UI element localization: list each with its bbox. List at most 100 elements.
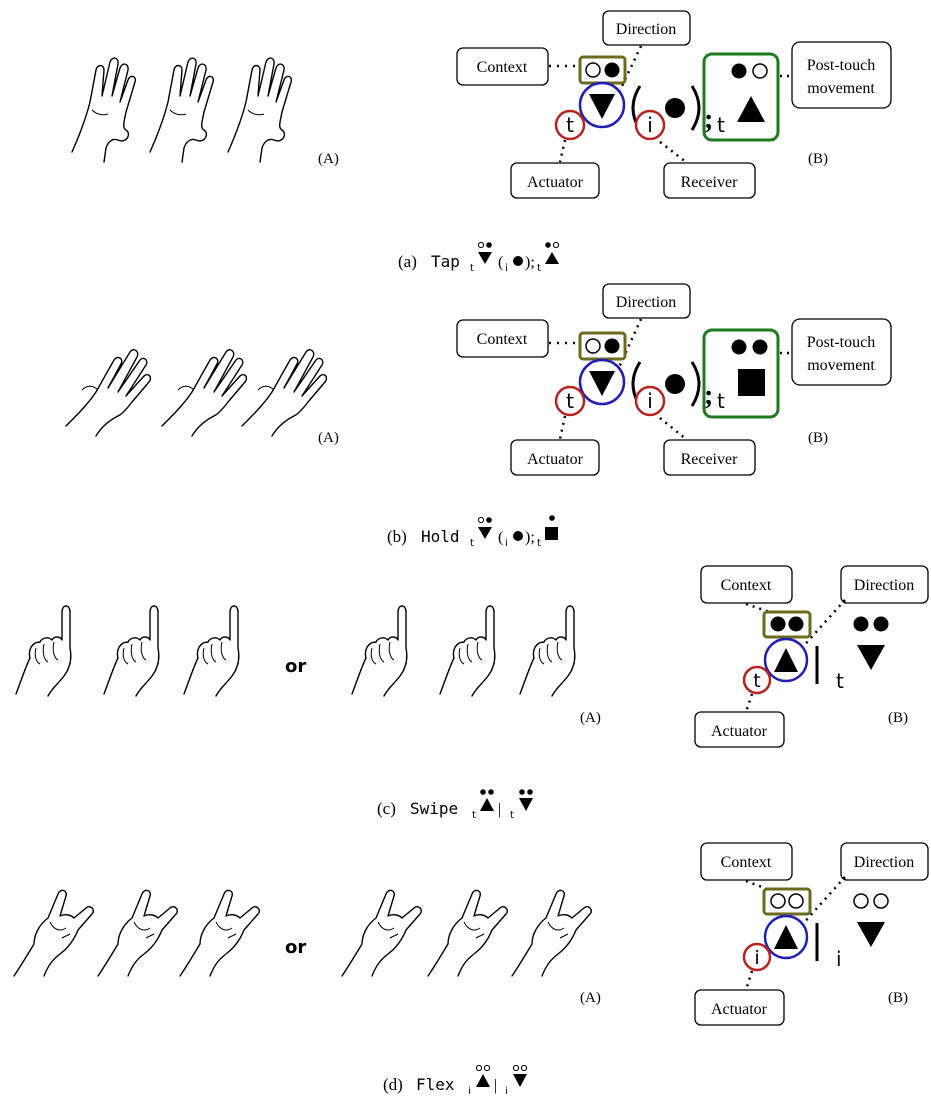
panel-a-label: (A) xyxy=(580,710,601,726)
notation-bar: | xyxy=(494,1077,497,1094)
notation-subscript: t xyxy=(470,538,474,549)
post-touch-movement-box xyxy=(791,41,892,109)
notation-dot xyxy=(513,531,523,541)
panel-b-label: (B) xyxy=(888,710,908,726)
actuator-box xyxy=(510,439,600,476)
hand-illustration xyxy=(341,889,423,977)
notation-up-triangle xyxy=(545,252,559,264)
notation-paren: ); xyxy=(525,254,535,271)
hand-illustration xyxy=(179,889,261,977)
post-touch-label-2: movement xyxy=(807,357,875,374)
hand-illustration xyxy=(71,57,137,163)
actuator-symbol: i xyxy=(754,947,759,969)
post-touch-movement-box xyxy=(791,318,892,386)
post-touch-label-1: Post-touch xyxy=(807,57,875,74)
direction-label: Direction xyxy=(616,21,676,38)
row-a-notation-diagram: Context Direction t Actuator i Receiver … xyxy=(456,10,892,199)
actuator-label: Actuator xyxy=(527,451,584,468)
actuator-box xyxy=(694,711,785,748)
actuator-symbol: t xyxy=(566,113,574,137)
context-label: Context xyxy=(721,854,772,871)
leader-line xyxy=(799,876,846,928)
notation-paren: ( xyxy=(498,529,503,546)
receiver-symbol: i xyxy=(647,389,653,413)
direction-box xyxy=(602,283,691,319)
actuator-label: Actuator xyxy=(711,1001,768,1018)
separator: ; xyxy=(704,104,713,135)
notation-dot xyxy=(513,256,523,266)
receiver-symbol: i xyxy=(647,113,653,137)
post-filled-dot xyxy=(731,63,747,79)
caption-prefix: (c) xyxy=(377,799,396,818)
direction-label: Direction xyxy=(854,577,914,594)
down-triangle-icon xyxy=(589,94,615,119)
notation-down-triangle xyxy=(478,527,492,539)
notation-subscript: i xyxy=(505,1086,508,1097)
context-box xyxy=(456,319,549,358)
notation-square xyxy=(545,527,558,540)
direction-label: Direction xyxy=(854,854,914,871)
close-paren xyxy=(690,85,701,131)
notation-dot xyxy=(480,789,486,795)
actuator-symbol: t xyxy=(566,389,574,413)
receiver-circle xyxy=(634,109,666,141)
context-filled-dot xyxy=(788,616,804,632)
actuator-label: Actuator xyxy=(711,723,768,740)
hand-illustration xyxy=(103,605,160,697)
caption-a: (a) Tap t ( i ); t xyxy=(398,241,560,274)
caption-prefix: (b) xyxy=(387,527,407,546)
hand-illustration xyxy=(227,57,293,163)
or-label: or xyxy=(285,656,306,677)
notation-dot xyxy=(486,517,492,523)
receiver-label: Receiver xyxy=(681,174,739,191)
post-filled-dot xyxy=(752,339,768,355)
actuator-symbol: t xyxy=(753,670,760,692)
subscript-t: t xyxy=(836,669,844,693)
notation-dot xyxy=(552,241,560,249)
notation-down-triangle xyxy=(478,252,492,264)
notation-paren: ); xyxy=(525,529,535,546)
post-touch-box xyxy=(702,328,780,419)
context-filled-dot xyxy=(770,616,786,632)
caption-b: (b) Hold t ( i ); t xyxy=(387,515,558,549)
caption-gesture: Hold xyxy=(421,527,460,546)
notation-dot xyxy=(477,241,485,249)
caption-gesture: Swipe xyxy=(410,799,458,818)
post-open-dot xyxy=(853,893,869,909)
filled-dot xyxy=(665,98,685,118)
panel-a-label: (A) xyxy=(318,430,339,446)
receiver-box xyxy=(663,162,756,199)
up-triangle-icon xyxy=(774,925,798,949)
hand-illustration xyxy=(97,889,179,977)
hand-illustration xyxy=(427,889,509,977)
notation-dot xyxy=(549,515,555,521)
leader-line xyxy=(659,141,687,163)
row-d-hands: or (A) xyxy=(13,889,601,1006)
notation-down-triangle xyxy=(519,798,533,811)
down-triangle-icon xyxy=(857,922,885,947)
notation-subscript: t xyxy=(470,263,474,274)
down-triangle-icon xyxy=(589,371,615,396)
notation-subscript: t xyxy=(472,810,476,821)
caption-c: (c) Swipe t | t xyxy=(377,789,533,821)
notation-up-triangle xyxy=(480,798,494,811)
hand-illustration xyxy=(15,605,72,697)
notation-dot xyxy=(475,1064,483,1072)
leader-line xyxy=(659,417,687,440)
notation-subscript: i xyxy=(505,538,508,549)
post-filled-dot xyxy=(731,339,747,355)
notation-dot xyxy=(520,1064,528,1072)
hand-illustration xyxy=(439,605,496,697)
notation-dot xyxy=(488,789,494,795)
receiver-box xyxy=(663,439,756,476)
square-icon xyxy=(738,369,765,396)
leader-line xyxy=(744,970,754,991)
leader-line xyxy=(799,599,846,651)
notation-dot xyxy=(483,1064,491,1072)
post-open-dot xyxy=(752,63,768,79)
notation-dot xyxy=(519,789,525,795)
actuator-circle xyxy=(742,665,772,695)
actuator-circle xyxy=(554,385,586,417)
leader-line xyxy=(558,139,567,163)
